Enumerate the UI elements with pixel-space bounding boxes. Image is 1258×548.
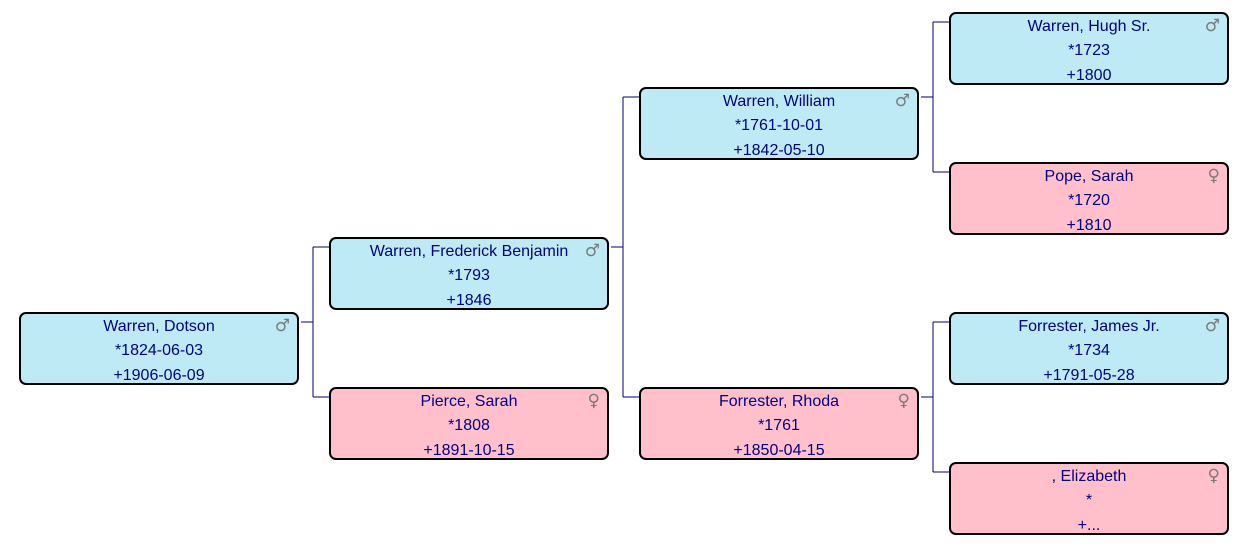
person-box-p5[interactable]: Warren, Hugh Sr. *1723 +1800 ♂ [949,12,1229,85]
person-birth: *1720 [1068,192,1110,209]
connector-p1-parents [611,96,640,398]
person-name: Warren, William [722,92,836,110]
male-icon: ♂ [1204,16,1220,36]
female-icon: ♀ [897,391,910,411]
person-birth: *1808 [448,417,490,434]
connector-p0-parents [301,246,330,398]
person-birth: *1734 [1068,342,1110,359]
person-death: +1842-05-10 [733,141,825,159]
person-name: Pierce, Sarah [420,392,518,410]
person-birth: *1793 [448,267,490,284]
person-death: +1810 [1066,216,1112,234]
person-box-p7[interactable]: Forrester, James Jr. *1734 +1791-05-28 ♂ [949,312,1229,385]
person-death: +1846 [446,291,492,309]
person-name: , Elizabeth [1051,467,1127,485]
person-death: +1800 [1066,66,1112,84]
person-death: +1850-04-15 [733,441,825,459]
person-box-p4[interactable]: Forrester, Rhoda *1761 +1850-04-15 ♀ [639,387,919,460]
person-name: Forrester, Rhoda [718,392,840,410]
person-death: +1791-05-28 [1043,366,1135,384]
person-death: +... [1077,516,1101,534]
person-birth: *1824-06-03 [114,342,204,359]
male-icon: ♂ [1204,316,1220,336]
person-box-p3[interactable]: Warren, William *1761-10-01 +1842-05-10 … [639,87,919,160]
person-birth: *1723 [1068,42,1110,59]
person-name: Pope, Sarah [1044,167,1134,185]
person-birth: * [1085,492,1093,509]
person-birth: *1761-10-01 [734,117,824,134]
person-box-p2[interactable]: Pierce, Sarah *1808 +1891-10-15 ♀ [329,387,609,460]
person-name: Forrester, James Jr. [1018,317,1160,335]
female-icon: ♀ [587,391,600,411]
connector-p3-parents [921,21,950,173]
male-icon: ♂ [894,91,910,111]
person-box-p8[interactable]: , Elizabeth * +... ♀ [949,462,1229,535]
person-name: Warren, Frederick Benjamin [369,242,569,260]
person-box-p1[interactable]: Warren, Frederick Benjamin *1793 +1846 ♂ [329,237,609,310]
connector-p4-parents [921,321,950,473]
person-box-p0[interactable]: Warren, Dotson *1824-06-03 +1906-06-09 ♂ [19,312,299,385]
male-icon: ♂ [584,241,600,261]
person-box-p6[interactable]: Pope, Sarah *1720 +1810 ♀ [949,162,1229,235]
person-name: Warren, Dotson [103,317,215,335]
female-icon: ♀ [1207,466,1220,486]
female-icon: ♀ [1207,166,1220,186]
person-birth: *1761 [758,417,800,434]
male-icon: ♂ [274,316,290,336]
person-name: Warren, Hugh Sr. [1027,17,1151,35]
person-death: +1891-10-15 [423,441,515,459]
person-death: +1906-06-09 [113,366,205,384]
